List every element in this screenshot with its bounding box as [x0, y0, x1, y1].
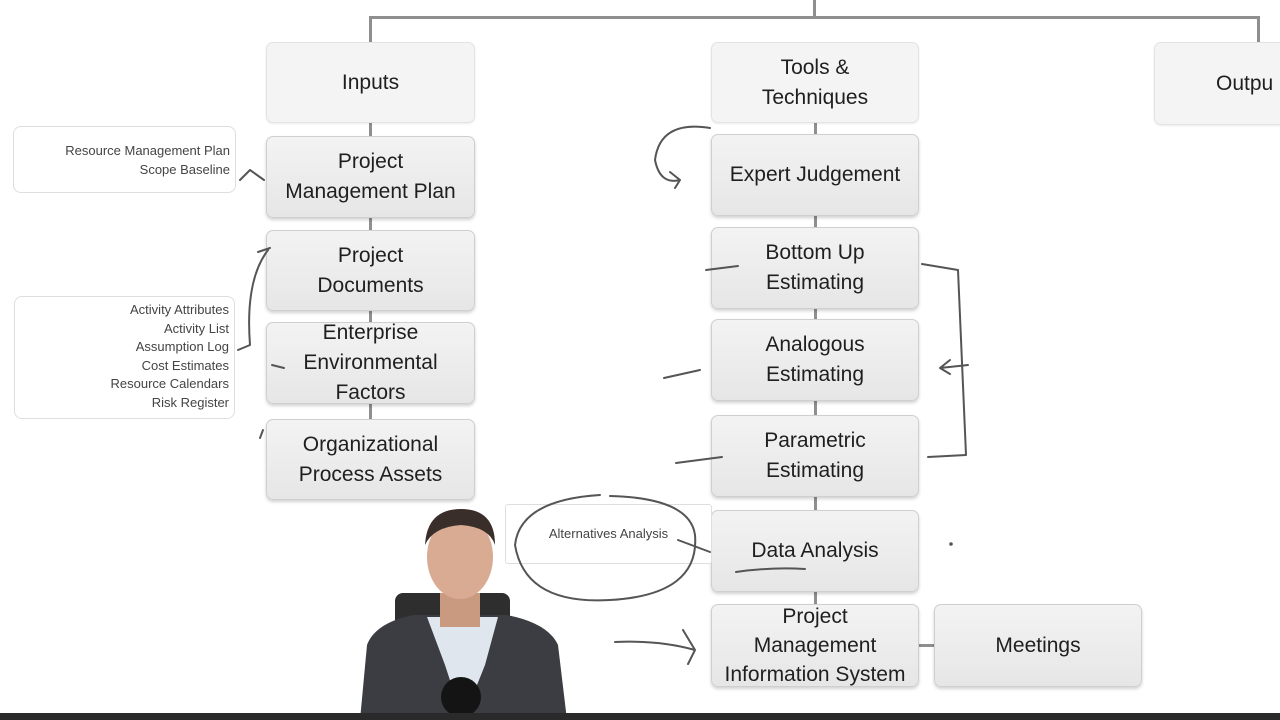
- expert-judgement-box: Expert Judgement: [711, 134, 919, 216]
- stray-dot: [949, 542, 953, 546]
- eef-tick: [271, 364, 285, 369]
- parametric-tick: [675, 456, 723, 464]
- meetings-link: [918, 644, 934, 647]
- callout-item: Cost Estimates: [141, 357, 229, 373]
- enterprise-environmental-factors-box: Enterprise Environmental Factors: [266, 321, 475, 404]
- presenter-image: [360, 509, 567, 720]
- data-analysis-box: Data Analysis: [711, 510, 919, 592]
- project-management-plan-box: Project Management Plan: [266, 136, 475, 218]
- outputs-header: Outpu: [1154, 42, 1280, 125]
- project-documents-callout: Activity Attributes Activity List Assump…: [14, 296, 235, 419]
- opa-tick: [259, 429, 264, 439]
- pmis-arrow: [614, 629, 696, 665]
- inputs-header: Inputs: [266, 42, 475, 123]
- callout-item: Alternatives Analysis: [548, 525, 669, 541]
- callout-item: Resource Management Plan: [65, 143, 230, 158]
- alternatives-analysis-callout: Alternatives Analysis: [505, 504, 712, 564]
- analogous-tick: [663, 369, 701, 379]
- meetings-box: Meetings: [934, 604, 1142, 687]
- pmis-box: Project Management Information System: [711, 604, 919, 687]
- documents-tick: [257, 247, 271, 253]
- callout-item: Activity List: [163, 320, 229, 336]
- parametric-estimating-box: Parametric Estimating: [711, 415, 919, 497]
- bottom-bar: [0, 713, 1280, 720]
- callout-item: Resource Calendars: [110, 376, 229, 391]
- pmp-components-callout: Resource Management Plan Scope Baseline: [13, 126, 236, 193]
- outputs-connector-drop: [1257, 16, 1260, 42]
- bracket-arrow: [939, 359, 969, 375]
- data-analysis-underline: [735, 567, 806, 573]
- analogous-estimating-box: Analogous Estimating: [711, 319, 919, 401]
- tools-techniques-header: Tools & Techniques: [711, 42, 919, 123]
- organizational-process-assets-box: Organizational Process Assets: [266, 419, 475, 500]
- top-connector-stem: [813, 0, 816, 18]
- documents-callout-curve: [237, 249, 269, 351]
- callout-item: Activity Attributes: [130, 302, 229, 317]
- presenter-webcam: [355, 495, 570, 720]
- data-analysis-link: [677, 539, 711, 553]
- project-documents-box: Project Documents: [266, 230, 475, 311]
- callout-item: Assumption Log: [135, 339, 229, 354]
- bottom-up-estimating-box: Bottom Up Estimating: [711, 227, 919, 309]
- pmp-callout-arrow: [239, 169, 265, 181]
- bottom-up-tick: [705, 265, 739, 271]
- callout-item: Scope Baseline: [139, 161, 230, 177]
- inputs-connector-drop: [369, 16, 372, 42]
- callout-item: Risk Register: [151, 394, 229, 410]
- estimating-bracket: [921, 263, 967, 458]
- expert-judgement-loop: [654, 125, 711, 189]
- alternatives-circle: [514, 494, 697, 602]
